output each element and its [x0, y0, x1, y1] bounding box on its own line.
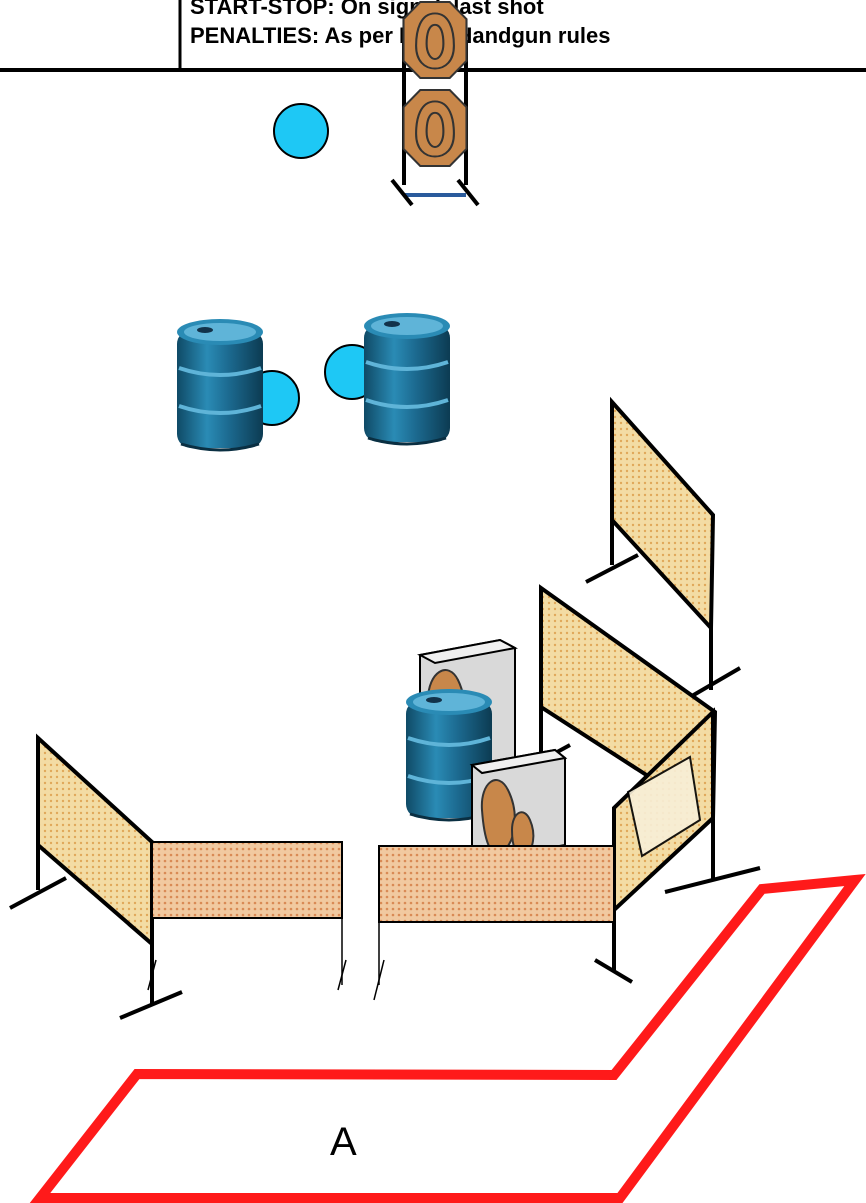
no-shoot-panel	[626, 755, 702, 858]
wall-right-upper	[585, 396, 742, 702]
barrel-left	[175, 317, 265, 452]
ipsc-target-lower	[402, 88, 468, 168]
low-wall-right	[373, 845, 615, 1001]
ipsc-target-upper	[402, 0, 468, 80]
briefing-header: START-STOP: On signal, last shot PENALTI…	[0, 0, 866, 72]
low-wall-left	[147, 841, 347, 991]
shooting-area-a	[29, 873, 866, 1203]
start-stop-text: START-STOP: On signal, last shot	[190, 0, 544, 19]
target-stand-top	[390, 0, 480, 207]
gray-target-front	[469, 748, 568, 862]
popper-top	[273, 103, 329, 159]
barrel-right	[362, 311, 452, 446]
penalties-text: PENALTIES: As per IPSC Handgun rules	[190, 23, 611, 48]
shooting-area-label: A	[330, 1120, 357, 1164]
